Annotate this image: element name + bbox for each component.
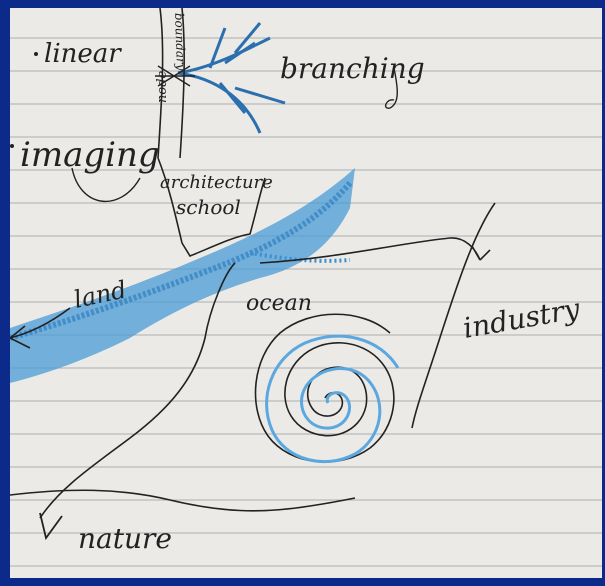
label-school: school bbox=[176, 195, 241, 219]
notebook-page: linear boundary node branching imaging a… bbox=[10, 8, 602, 578]
label-ocean: ocean bbox=[246, 291, 312, 316]
blue-spiral bbox=[267, 336, 398, 461]
label-nature: nature bbox=[78, 522, 172, 555]
bullet-linear bbox=[34, 52, 38, 56]
label-architecture: architecture bbox=[160, 172, 273, 193]
label-node: node bbox=[155, 70, 170, 103]
label-linear: linear bbox=[44, 39, 122, 69]
label-industry: industry bbox=[460, 292, 583, 345]
nature-wave-line bbox=[10, 490, 355, 511]
sketch-drawing: linear boundary node branching imaging a… bbox=[10, 8, 602, 578]
nature-arrowhead bbox=[40, 513, 62, 538]
bullet-imaging bbox=[10, 144, 14, 148]
branching-structure bbox=[178, 23, 285, 133]
label-imaging: imaging bbox=[20, 135, 160, 175]
label-branching: branching bbox=[280, 52, 425, 85]
label-boundary: boundary bbox=[172, 13, 188, 71]
